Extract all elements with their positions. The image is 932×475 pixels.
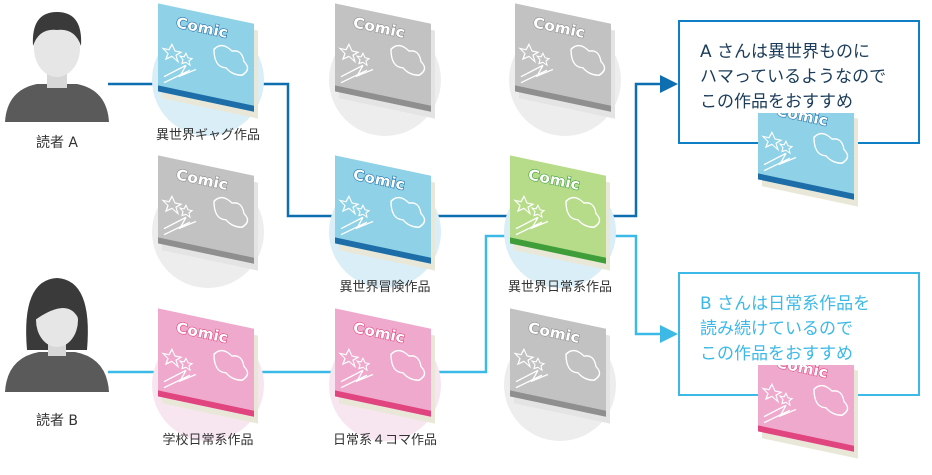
book-c1-icon: Comic bbox=[329, 155, 441, 288]
reader-b-icon bbox=[5, 278, 109, 392]
reader-b-path bbox=[108, 234, 660, 374]
book-b2-icon: Comic bbox=[329, 308, 441, 441]
arrow-head-icon bbox=[660, 75, 678, 93]
recommendation-line: A さんは異世界ものに bbox=[700, 42, 871, 62]
reader-a-icon bbox=[5, 12, 109, 122]
book-label: 異世界冒険作品 bbox=[339, 280, 431, 295]
book-g4-icon: Comic bbox=[504, 308, 616, 441]
reader-a-label: 読者 A bbox=[35, 135, 79, 151]
recommended-book-rec-a-icon: Comic bbox=[758, 113, 858, 207]
book-c2-icon: Comic bbox=[504, 155, 616, 288]
book-g1-icon: Comic bbox=[329, 3, 441, 136]
recommendation-line: B さんは日常系作品を bbox=[700, 294, 871, 314]
recommendation-line: この作品をおすすめ bbox=[700, 344, 853, 364]
book-a1-icon: Comic bbox=[152, 3, 264, 136]
recommendation-line: 読み続けているので bbox=[700, 319, 853, 339]
book-label: 異世界日常系作品 bbox=[507, 280, 612, 295]
book-label: 異世界ギャグ作品 bbox=[155, 128, 260, 143]
book-g2-icon: Comic bbox=[509, 3, 621, 136]
book-icon: Comic bbox=[758, 113, 858, 207]
book-label: 日常系４コマ作品 bbox=[332, 433, 437, 448]
reader-b-label: 読者 B bbox=[35, 413, 79, 429]
reader-a-path bbox=[108, 82, 660, 218]
book-icon: Comic bbox=[758, 365, 858, 459]
book-b1-icon: Comic bbox=[152, 308, 264, 441]
recommendation-line: ハマっているようなので bbox=[700, 67, 887, 87]
book-label: 学校日常系作品 bbox=[162, 433, 254, 448]
recommendation-line: この作品をおすすめ bbox=[700, 92, 853, 112]
book-g3-icon: Comic bbox=[152, 155, 264, 288]
recommended-book-rec-b-icon: Comic bbox=[758, 365, 858, 459]
arrow-head-icon bbox=[660, 325, 678, 343]
